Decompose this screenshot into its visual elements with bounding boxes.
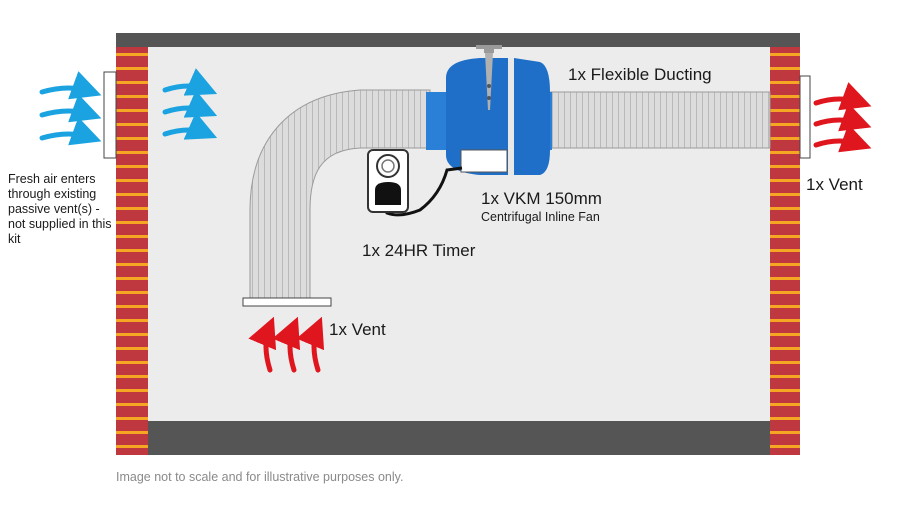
timer-icon <box>367 149 409 213</box>
ducting-label: 1x Flexible Ducting <box>568 65 712 84</box>
fresh-air-arrows-inside <box>162 68 218 140</box>
left-brick-wall <box>116 47 148 455</box>
right-wall-vent <box>799 75 811 159</box>
fan-icon <box>426 45 552 175</box>
flexible-duct-straight <box>547 91 771 149</box>
bottom-vent-label: 1x Vent <box>329 320 386 339</box>
floor-slab <box>148 421 770 455</box>
fan-title-label: 1x VKM 150mm <box>481 189 602 208</box>
exhaust-arrows <box>813 82 872 153</box>
ceiling-slab <box>116 33 800 47</box>
power-cable <box>385 166 463 217</box>
right-vent-label: 1x Vent <box>806 175 863 194</box>
disclaimer-footnote: Image not to scale and for illustrative … <box>116 470 404 484</box>
left-wall-vent <box>103 71 117 159</box>
fresh-air-arrows-outside <box>39 71 102 146</box>
bottom-ceiling-vent <box>242 297 332 307</box>
right-brick-wall <box>770 47 800 455</box>
fan-subtitle-label: Centrifugal Inline Fan <box>481 210 600 224</box>
timer-label: 1x 24HR Timer <box>362 241 476 260</box>
flexible-duct-curved <box>249 89 431 299</box>
fresh-air-note: Fresh air enters through existing passiv… <box>8 172 112 246</box>
intake-arrows <box>248 316 325 373</box>
